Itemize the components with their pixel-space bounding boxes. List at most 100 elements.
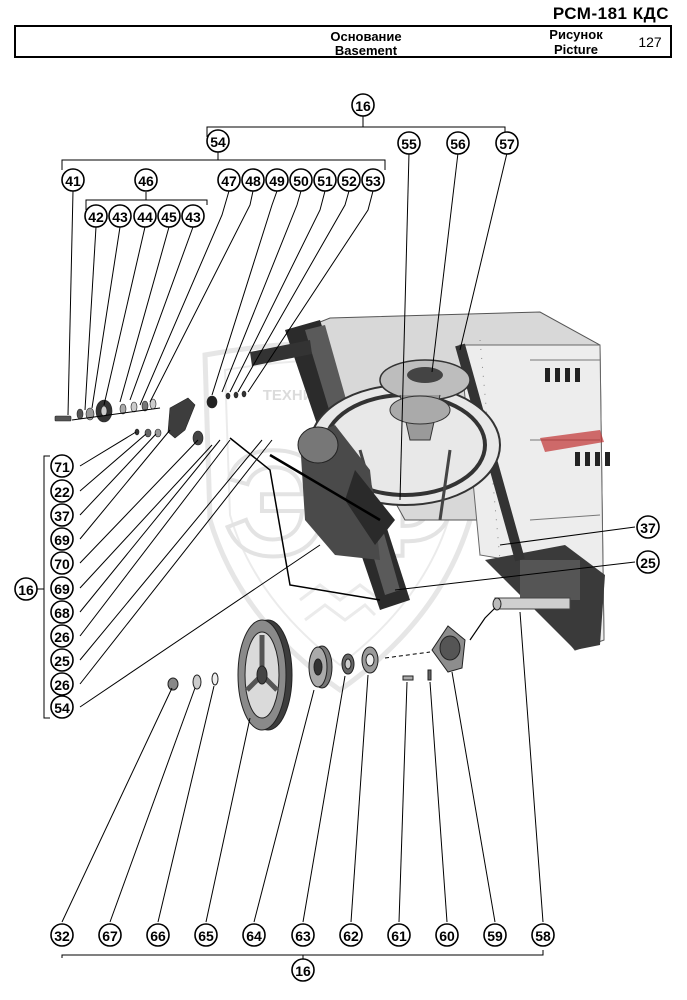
drive-parts-bottom [167, 597, 571, 731]
callout-label: 37 [54, 508, 70, 524]
callout-label: 55 [401, 136, 417, 152]
callout-left-26-second: 26 [50, 672, 74, 696]
callout-label: 26 [54, 629, 70, 645]
callout-label: 43 [185, 209, 201, 225]
callout-label: 44 [137, 209, 153, 225]
callout-label: 46 [138, 173, 154, 189]
picture-number: 127 [638, 34, 662, 50]
callout-label: 48 [245, 173, 261, 189]
callout-label: 65 [198, 928, 214, 944]
callout-45: 45 [157, 204, 181, 228]
callout-label: 26 [54, 677, 70, 693]
callout-46: 46 [134, 168, 158, 192]
callout-43-first: 43 [108, 204, 132, 228]
callout-label: 62 [343, 928, 359, 944]
callout-label: 67 [102, 928, 118, 944]
callout-57: 57 [495, 131, 519, 155]
callout-group-54: 54 [206, 129, 230, 153]
callout-label: 70 [54, 556, 70, 572]
callout-label: 61 [391, 928, 407, 944]
callout-bottom-66: 66 [146, 923, 170, 947]
document-code: РСМ-181 КДС [552, 4, 669, 23]
picture-label-ru: Рисунок [549, 27, 603, 42]
callout-label: 59 [487, 928, 503, 944]
callout-right-37: 37 [636, 515, 660, 539]
callout-left-22: 22 [50, 479, 74, 503]
callout-left-group-16: 16 [14, 577, 38, 601]
picture-label-en: Picture [553, 42, 599, 57]
callout-label: 43 [112, 209, 128, 225]
callout-bottom-65: 65 [194, 923, 218, 947]
title-block: Основание Basement Рисунок Picture 127 [14, 25, 672, 58]
callout-bottom-59: 59 [483, 923, 507, 947]
callout-50: 50 [289, 168, 313, 192]
callout-label: 16 [18, 582, 34, 598]
callout-label: 32 [54, 928, 70, 944]
callout-44: 44 [133, 204, 157, 228]
callout-bottom-group-16: 16 [291, 958, 315, 982]
callout-top-group-16: 16 [351, 93, 375, 117]
callout-label: 41 [65, 173, 81, 189]
callout-bottom-67: 67 [98, 923, 122, 947]
callout-53: 53 [361, 168, 385, 192]
callout-left-69-first: 69 [50, 527, 74, 551]
callout-label: 57 [499, 136, 515, 152]
callout-47: 47 [217, 168, 241, 192]
callout-label: 45 [161, 209, 177, 225]
callout-55: 55 [397, 131, 421, 155]
callout-bottom-64: 64 [242, 923, 266, 947]
callout-56: 56 [446, 131, 470, 155]
assembly-name-en: Basement [334, 43, 398, 58]
callout-right-25: 25 [636, 550, 660, 574]
assembly-name-ru: Основание [330, 29, 402, 44]
callout-41: 41 [61, 168, 85, 192]
callout-label: 58 [535, 928, 551, 944]
callout-label: 69 [54, 581, 70, 597]
callout-left-54: 54 [50, 695, 74, 719]
callout-label: 64 [246, 928, 262, 944]
callout-bottom-63: 63 [291, 923, 315, 947]
callout-label: 49 [269, 173, 285, 189]
callout-label: 71 [54, 459, 70, 475]
callout-label: 50 [293, 173, 309, 189]
callout-label: 60 [439, 928, 455, 944]
callout-label: 25 [640, 555, 656, 571]
callout-left-70: 70 [50, 551, 74, 575]
callout-label: 25 [54, 653, 70, 669]
callout-label: 54 [210, 134, 226, 150]
callout-label: 37 [640, 520, 656, 536]
callout-49: 49 [265, 168, 289, 192]
callout-label: 51 [317, 173, 333, 189]
callout-48: 48 [241, 168, 265, 192]
callout-43-second: 43 [181, 204, 205, 228]
callout-left-68: 68 [50, 600, 74, 624]
callout-left-69-second: 69 [50, 576, 74, 600]
callout-label: 16 [355, 98, 371, 114]
callout-left-26-first: 26 [50, 624, 74, 648]
frame-assembly [250, 311, 610, 651]
callout-label: 68 [54, 605, 70, 621]
callout-left-71: 71 [50, 454, 74, 478]
callout-label: 69 [54, 532, 70, 548]
leader-lines [37, 115, 636, 960]
callout-51: 51 [313, 168, 337, 192]
callout-label: 66 [150, 928, 166, 944]
callout-label: 16 [295, 963, 311, 979]
callout-52: 52 [337, 168, 361, 192]
callout-left-25: 25 [50, 648, 74, 672]
callout-label: 53 [365, 173, 381, 189]
callout-bottom-60: 60 [435, 923, 459, 947]
callout-bottom-32: 32 [50, 923, 74, 947]
callout-label: 47 [221, 173, 237, 189]
callout-label: 56 [450, 136, 466, 152]
callout-42: 42 [84, 204, 108, 228]
callout-bottom-58: 58 [531, 923, 555, 947]
callout-left-37: 37 [50, 503, 74, 527]
callout-bottom-61: 61 [387, 923, 411, 947]
callout-label: 63 [295, 928, 311, 944]
callout-label: 52 [341, 173, 357, 189]
callout-label: 42 [88, 209, 104, 225]
callout-bottom-62: 62 [339, 923, 363, 947]
callout-label: 22 [54, 484, 70, 500]
